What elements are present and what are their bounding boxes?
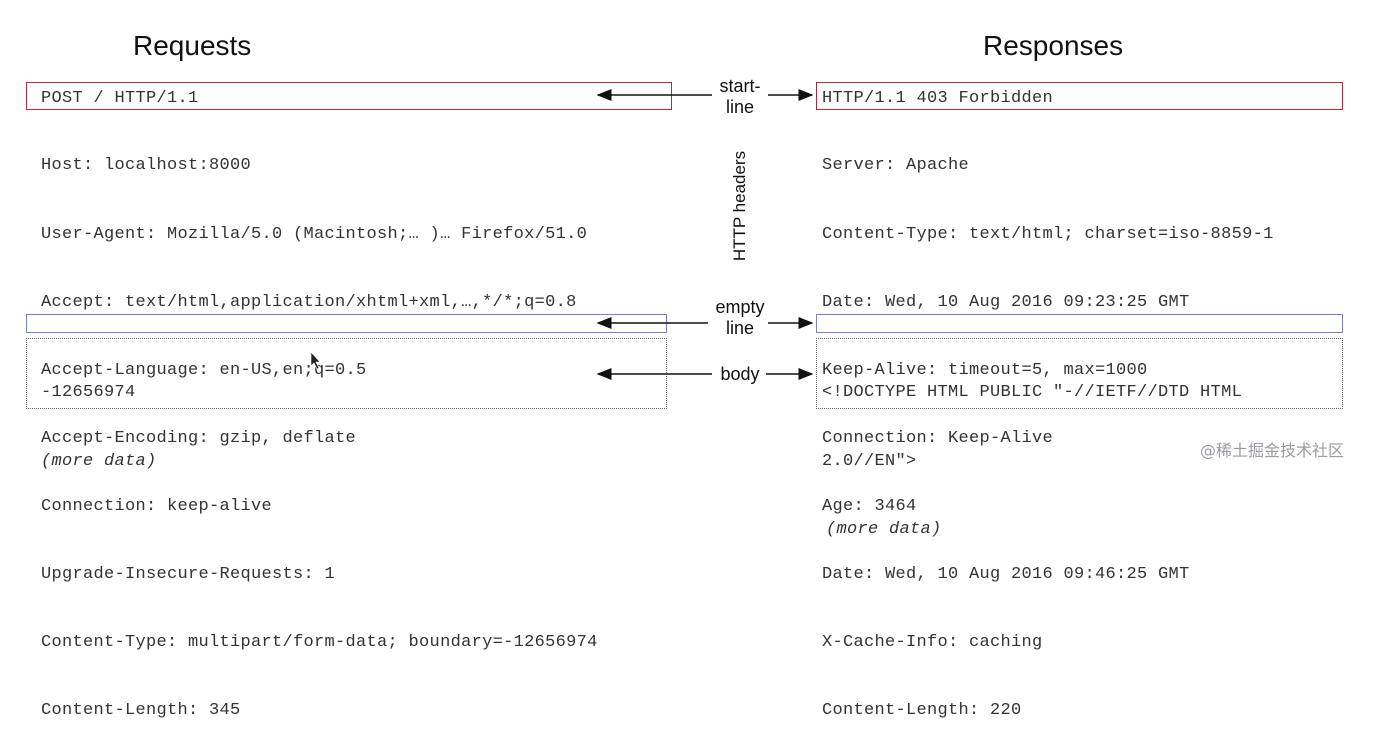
response-header: Keep-Alive: timeout=5, max=1000	[822, 360, 1148, 380]
response-body-line: (more data)	[826, 519, 942, 539]
response-start-line-box	[816, 82, 1343, 110]
request-start-line-box	[26, 82, 672, 110]
response-header: Date: Wed, 10 Aug 2016 09:23:25 GMT	[822, 292, 1190, 312]
cursor-icon	[310, 351, 321, 370]
response-header: Date: Wed, 10 Aug 2016 09:46:25 GMT	[822, 565, 1190, 585]
empty-line-label-top: empty	[715, 297, 765, 317]
response-header: X-Cache-Info: caching	[822, 633, 1043, 653]
response-empty-line-box	[816, 314, 1343, 333]
response-header: Server: Apache	[822, 156, 970, 176]
response-body-box	[816, 338, 1343, 409]
request-header: Accept-Encoding: gzip, deflate	[41, 428, 357, 448]
request-header: Connection: keep-alive	[41, 496, 273, 516]
request-start-line: POST / HTTP/1.1	[41, 89, 199, 108]
responses-title: Responses	[983, 30, 1124, 61]
request-header: Content-Type: multipart/form-data; bound…	[41, 633, 598, 653]
request-header: Accept: text/html,application/xhtml+xml,…	[41, 292, 577, 312]
request-header: Host: localhost:8000	[41, 156, 252, 176]
response-body-line: <!DOCTYPE HTML PUBLIC "-//IETF//DTD HTML	[822, 383, 1243, 403]
response-header: Content-Length: 220	[822, 701, 1022, 721]
request-body: -12656974 (more data)	[41, 337, 157, 496]
body-label: body	[720, 364, 760, 384]
start-line-label-top: start-	[719, 76, 761, 96]
request-header: User-Agent: Mozilla/5.0 (Macintosh;… )… …	[41, 224, 588, 244]
start-line-label-bottom: line	[725, 97, 755, 117]
watermark: @稀土掘金技术社区	[1200, 441, 1345, 460]
response-header: Connection: Keep-Alive	[822, 428, 1054, 448]
request-body-line: (more data)	[41, 451, 157, 471]
start-line-label: start- line	[700, 76, 780, 118]
empty-line-label-bottom: line	[725, 318, 755, 338]
arrows	[310, 89, 814, 380]
response-start-line: HTTP/1.1 403 Forbidden	[822, 89, 1054, 108]
request-header: Content-Length: 345	[41, 701, 241, 721]
empty-line-label: empty line	[700, 297, 780, 339]
request-header: Upgrade-Insecure-Requests: 1	[41, 565, 336, 585]
request-body-line: -12656974	[41, 383, 136, 403]
requests-title: Requests	[133, 30, 252, 61]
request-header: Accept-Language: en-US,en;q=0.5	[41, 360, 367, 380]
response-body-line: 2.0//EN">	[822, 451, 917, 471]
response-header: Content-Type: text/html; charset=iso-885…	[822, 224, 1274, 244]
